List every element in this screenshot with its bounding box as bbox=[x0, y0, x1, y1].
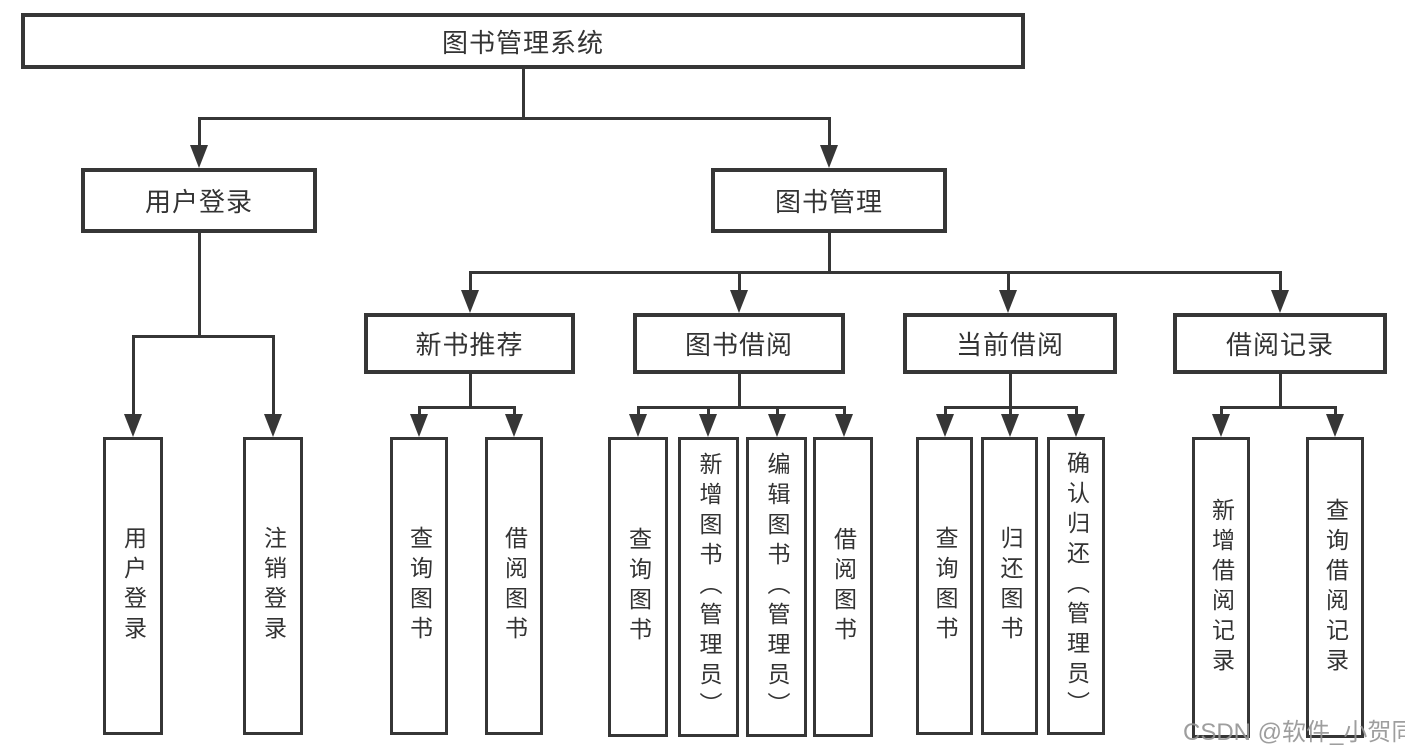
node-new-book-recommend: 新书推荐 bbox=[364, 313, 575, 374]
connector-arrow-shaft bbox=[1006, 272, 1010, 295]
node-label-query-books-2: 查询图书 bbox=[625, 527, 652, 647]
connector-line-vertical bbox=[468, 374, 472, 409]
arrowhead-down-icon bbox=[124, 414, 142, 437]
arrowhead-down-icon bbox=[1326, 414, 1344, 437]
connector-arrow-shaft bbox=[1278, 272, 1282, 295]
node-label-add-borrow-record: 新增借阅记录 bbox=[1208, 497, 1235, 678]
connector-line-vertical bbox=[197, 233, 201, 338]
arrowhead-down-icon bbox=[768, 414, 786, 437]
node-label-borrowing-records: 借阅记录 bbox=[1225, 330, 1334, 360]
node-borrow-books-1: 借阅图书 bbox=[485, 437, 543, 735]
connector-line-vertical bbox=[1278, 374, 1282, 409]
arrowhead-down-icon bbox=[999, 290, 1017, 313]
arrowhead-down-icon bbox=[1001, 414, 1019, 437]
node-query-borrow-record: 查询借阅记录 bbox=[1306, 437, 1364, 738]
csdn-watermark: CSDN @软件_小贺同学 bbox=[1183, 719, 1405, 746]
node-add-books: 新增图书（管理员） bbox=[678, 437, 739, 737]
node-label-user-login-branch: 用户登录 bbox=[144, 187, 253, 217]
node-label-query-borrow-record: 查询借阅记录 bbox=[1322, 497, 1349, 678]
arrowhead-down-icon bbox=[410, 414, 428, 437]
node-label-root: 图书管理系统 bbox=[441, 27, 604, 58]
connector-line-horizontal bbox=[197, 116, 831, 120]
connector-arrow-shaft bbox=[417, 407, 421, 419]
connector-arrow-shaft bbox=[512, 407, 516, 419]
node-user-login-branch: 用户登录 bbox=[81, 168, 317, 233]
node-label-borrow-books-1: 借阅图书 bbox=[501, 526, 528, 646]
connector-arrow-shaft bbox=[827, 118, 831, 150]
arrowhead-down-icon bbox=[629, 414, 647, 437]
connector-arrow-shaft bbox=[271, 336, 275, 419]
connector-line-vertical bbox=[1008, 374, 1012, 409]
arrowhead-down-icon bbox=[1067, 414, 1085, 437]
node-root: 图书管理系统 bbox=[21, 13, 1025, 69]
node-label-book-mgmt-branch: 图书管理 bbox=[774, 187, 883, 217]
connector-arrow-shaft bbox=[943, 407, 947, 419]
node-book-borrowing: 图书借阅 bbox=[633, 313, 845, 374]
connector-arrow-shaft bbox=[468, 272, 472, 295]
node-label-book-borrowing: 图书借阅 bbox=[684, 330, 793, 360]
node-confirm-return: 确认归还（管理员） bbox=[1047, 437, 1105, 735]
connector-arrow-shaft bbox=[1074, 407, 1078, 419]
node-query-books-1: 查询图书 bbox=[390, 437, 448, 735]
node-query-books-2: 查询图书 bbox=[608, 437, 668, 737]
node-label-add-books: 新增图书（管理员） bbox=[696, 452, 722, 722]
node-user-login: 用户登录 bbox=[103, 437, 163, 735]
arrowhead-down-icon bbox=[936, 414, 954, 437]
node-borrowing-records: 借阅记录 bbox=[1173, 313, 1387, 374]
node-label-return-books: 归还图书 bbox=[997, 526, 1023, 646]
connector-arrow-shaft bbox=[1008, 407, 1012, 419]
node-label-borrow-books-2: 借阅图书 bbox=[830, 527, 857, 647]
connector-line-vertical bbox=[737, 374, 741, 409]
arrowhead-down-icon bbox=[730, 290, 748, 313]
node-label-user-login: 用户登录 bbox=[120, 526, 147, 646]
node-logout: 注销登录 bbox=[243, 437, 303, 735]
node-query-books-3: 查询图书 bbox=[916, 437, 973, 735]
connector-arrow-shaft bbox=[1219, 407, 1223, 419]
connector-arrow-shaft bbox=[636, 407, 640, 419]
node-edit-books: 编辑图书（管理员） bbox=[746, 437, 807, 737]
connector-arrow-shaft bbox=[737, 272, 741, 295]
connector-arrow-shaft bbox=[706, 407, 710, 419]
arrowhead-down-icon bbox=[505, 414, 523, 437]
node-label-confirm-return: 确认归还（管理员） bbox=[1063, 451, 1090, 721]
node-label-query-books-1: 查询图书 bbox=[406, 526, 433, 646]
node-borrow-books-2: 借阅图书 bbox=[813, 437, 873, 737]
node-label-new-book-recommend: 新书推荐 bbox=[415, 330, 524, 360]
arrowhead-down-icon bbox=[1212, 414, 1230, 437]
connector-line-horizontal bbox=[131, 334, 275, 338]
arrowhead-down-icon bbox=[699, 414, 717, 437]
node-current-borrowing: 当前借阅 bbox=[903, 313, 1117, 374]
node-label-query-books-3: 查询图书 bbox=[932, 526, 958, 646]
node-add-borrow-record: 新增借阅记录 bbox=[1192, 437, 1250, 738]
node-book-mgmt-branch: 图书管理 bbox=[711, 168, 947, 233]
arrowhead-down-icon bbox=[190, 145, 208, 168]
connector-arrow-shaft bbox=[197, 118, 201, 150]
arrowhead-down-icon bbox=[461, 290, 479, 313]
connector-arrow-shaft bbox=[131, 336, 135, 419]
connector-line-horizontal bbox=[636, 405, 846, 409]
node-label-logout: 注销登录 bbox=[260, 526, 287, 646]
arrowhead-down-icon bbox=[264, 414, 282, 437]
arrowhead-down-icon bbox=[820, 145, 838, 168]
connector-arrow-shaft bbox=[842, 407, 846, 419]
arrowhead-down-icon bbox=[1271, 290, 1289, 313]
connector-arrow-shaft bbox=[775, 407, 779, 419]
arrowhead-down-icon bbox=[835, 414, 853, 437]
connector-line-vertical bbox=[521, 69, 525, 120]
node-label-current-borrowing: 当前借阅 bbox=[955, 330, 1064, 360]
connector-line-horizontal bbox=[417, 405, 516, 409]
connector-line-vertical bbox=[827, 233, 831, 274]
connector-line-horizontal bbox=[468, 270, 1282, 274]
connector-line-horizontal bbox=[1219, 405, 1337, 409]
node-return-books: 归还图书 bbox=[981, 437, 1038, 735]
connector-arrow-shaft bbox=[1333, 407, 1337, 419]
node-label-edit-books: 编辑图书（管理员） bbox=[764, 452, 790, 722]
